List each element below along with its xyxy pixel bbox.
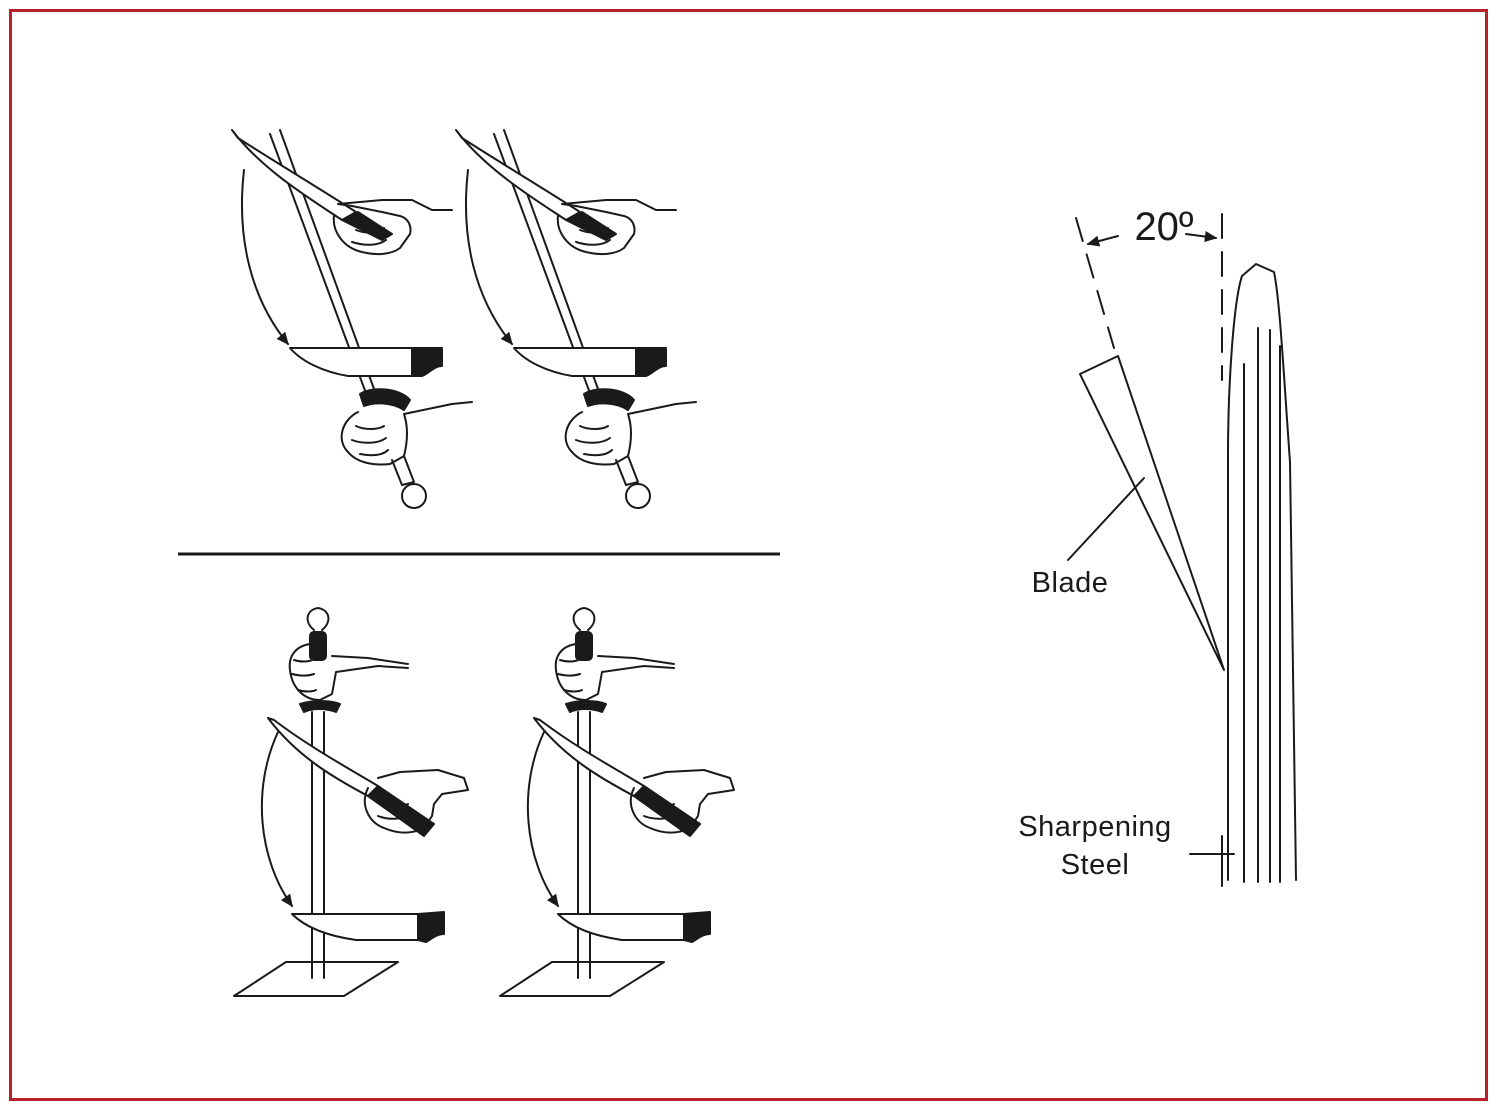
steel-vertical-stroke-2-figure [500,608,734,996]
blade-leader-line [1067,477,1145,561]
angle-arrow-right [1185,230,1218,243]
angle-label: 20º [1134,205,1194,249]
blade-angle-reference-line [1075,217,1115,349]
blade-label: Blade [1031,567,1109,599]
steel-diagonal-stroke-1-figure [232,130,472,508]
angle-arrow-left [1086,235,1119,247]
blade-wedge [1079,355,1225,671]
steel-vertical-stroke-1-figure [234,608,468,996]
sharpening-steel-outline [1227,263,1297,881]
steel-label-line1: Sharpening [1018,811,1172,843]
steel-label-line2: Steel [1060,849,1130,881]
steel-diagonal-stroke-2-figure [456,130,696,508]
angle-diagram [1067,213,1297,887]
